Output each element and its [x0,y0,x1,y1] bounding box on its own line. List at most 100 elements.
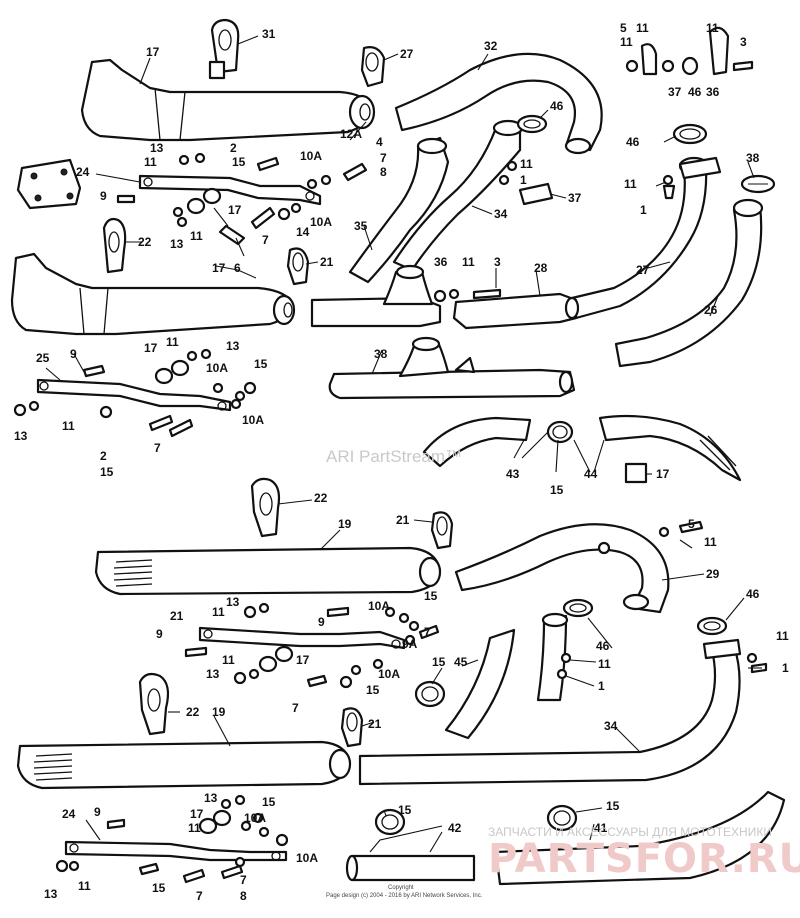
callout: 21 [320,255,334,269]
pipe-39[interactable] [328,336,576,400]
header-pipe-34[interactable] [358,638,768,786]
callout: 5 [688,517,695,531]
pipe-41[interactable] [345,854,476,882]
clamp-21-lower-1[interactable] [430,511,454,550]
callout: 7 [380,151,387,165]
bracket-24-upper[interactable] [36,378,232,412]
callout: 13 [14,429,28,443]
shim-17[interactable] [624,462,648,484]
clamp-38-upper[interactable] [518,182,554,206]
callout: 9 [156,627,163,641]
callout: 15 [100,465,114,479]
callout: 11 [462,255,475,269]
header-pipe-lower-center[interactable] [536,612,572,702]
pipe-assembly-35[interactable] [310,264,442,328]
callout: 36 [706,85,720,99]
header-pipe-33[interactable] [392,119,524,272]
spacers-16-upper[interactable] [186,187,222,215]
bracket-24-lower[interactable] [64,840,288,862]
gasket-45-lower-2[interactable] [696,616,728,636]
crossover-pipe-31[interactable] [454,523,670,614]
callout: 46 [688,85,702,99]
heat-shield-40[interactable] [494,790,786,886]
clamp-22-lower-2[interactable] [138,672,170,736]
clamp-21-lower-2[interactable] [340,707,364,748]
callout-labels: 17 31 27 32 46 12A 4 7 8 5 11 11 11 3 37… [14,21,789,903]
clamp-22-mid[interactable] [102,217,127,274]
gasket-45-right[interactable] [672,123,708,145]
hardware-right-top[interactable] [625,26,754,200]
clamp-22-upper[interactable] [208,18,240,80]
callout: 14 [296,225,310,239]
header-pipe-32[interactable] [348,136,450,284]
callout: 1 [782,661,789,675]
callout: 37 [568,191,582,205]
hardware-mid-left[interactable] [13,348,257,438]
callout: 7 [240,873,247,887]
gasket-45-lower-1[interactable] [562,598,594,618]
hardware-lower-2[interactable] [55,794,289,884]
callout: 38 [374,347,388,361]
clamp-14-upper[interactable] [546,420,574,444]
callout: 11 [212,605,225,619]
callout: 11 [624,177,637,191]
callout: 21 [368,717,382,731]
hardware-center-top[interactable] [433,160,518,303]
heat-shield-42[interactable] [444,628,516,740]
callout: 22 [314,491,328,505]
callout: 11 [636,21,649,35]
watermark-group: ARI PartStream™ ЗАПЧАСТИ И АКСЕССУАРЫ ДЛ… [326,447,800,899]
pipe-28[interactable] [452,292,580,330]
callout: 7 [292,701,299,715]
hardware-lower-1[interactable] [184,602,440,689]
clamp-22-lower-1[interactable] [250,477,281,538]
callout: 29 [706,567,720,581]
callout: 26 [704,303,718,317]
callout: 10A [300,149,322,163]
callout: 46 [550,99,564,113]
muffler-18-mid[interactable] [10,252,296,336]
callout: 15 [262,795,276,809]
clamp-21-mid[interactable] [286,247,310,286]
callout: 10A [242,413,264,427]
bolts-upper-left[interactable] [116,152,368,246]
callout: 38 [746,151,760,165]
callout: 25 [36,351,50,365]
clamp-14-lower-2[interactable] [374,808,406,836]
callout: 36 [434,255,448,269]
clamp-21-upper[interactable] [360,46,386,88]
gasket-45-upper[interactable] [516,114,548,134]
clamp-14-lower-1[interactable] [414,680,446,708]
callout: 10A [368,599,390,613]
callout: 11 [62,419,75,433]
heat-shield-44[interactable] [598,414,742,482]
bracket-25-lower[interactable] [198,626,406,650]
heat-shield-43[interactable] [422,416,532,468]
mounting-plate[interactable] [16,158,82,210]
muffler-19-lower-1[interactable] [94,546,442,596]
leader-lines [45,35,762,853]
callout: 19 [212,705,226,719]
callout: 11 [78,879,91,893]
muffler-19-lower-2[interactable] [16,740,352,790]
header-pipe-26[interactable] [614,198,764,368]
callout: 15 [398,803,412,817]
callout: 10A [378,667,400,681]
callout: 42 [448,821,462,835]
callout: 43 [506,467,520,481]
callout: 9 [318,615,325,629]
callout: 11 [166,335,179,349]
callout: 3 [740,35,747,49]
crossover-pipe-29[interactable] [394,52,603,155]
clamp-14-lower-3[interactable] [546,804,578,832]
bracket-25-upper[interactable] [138,174,322,206]
callout: 2 [100,449,107,463]
callout: 17 [296,653,310,667]
callout: 21 [170,609,184,623]
spacers-16-lower[interactable] [154,359,190,385]
muffler-18-upper[interactable] [80,58,376,142]
heat-shield-38[interactable] [740,174,776,194]
header-pipe-27[interactable] [570,156,722,320]
bolt-5[interactable] [658,520,704,538]
